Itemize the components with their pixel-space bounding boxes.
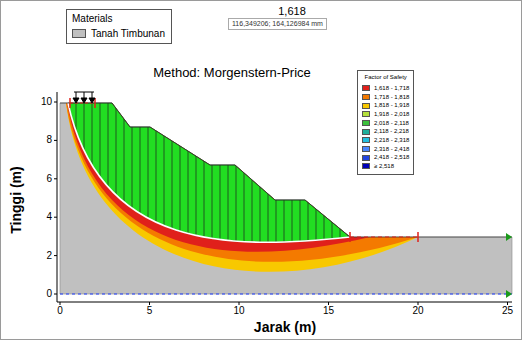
load-arrows [73,92,95,103]
legend-row: 2,118 - 2,218 [362,127,409,136]
exit-range [350,236,418,237]
legend-title: Factor of Safety [362,74,409,81]
legend-text: Tanah Timbunan [91,28,165,40]
tick-label: 10 [233,306,244,316]
fos-legend-box: Factor of Safety 1,618 - 1,7181,718 - 1,8… [357,70,414,175]
legend-text: 1,618 - 1,718 [374,84,409,93]
legend-row: 2,018 - 2,118 [362,119,409,128]
legend-text: 1,818 - 1,918 [374,101,409,110]
fos-band [67,103,370,252]
legend-text: 2,118 - 2,218 [374,127,409,136]
slip-mass [68,103,350,242]
legend-swatch [362,129,370,135]
soil-body [60,103,512,294]
tick-label: 0 [57,306,63,316]
legend-swatch [362,85,370,91]
fos-band [66,103,418,272]
legend-swatch [72,29,86,38]
legend-row: 1,718 - 1,818 [362,93,409,102]
tick-label: 15 [323,306,334,316]
legend-swatch [362,111,370,117]
base-boundary [60,293,512,294]
legend-swatch [362,163,370,169]
axis-title: Tinggi (m) [9,166,23,233]
ground-surface [60,103,512,237]
legend-row: 1,818 - 1,918 [362,101,409,110]
tick-label: 10 [41,97,52,107]
method-label: Method: Morgenstern-Price [153,66,311,79]
legend-row: 2,418 - 2,518 [362,153,409,162]
legend-swatch [362,137,370,143]
legend-row: 1,918 - 2,018 [362,110,409,119]
tick-label: 4 [46,212,52,222]
tick-label: 0 [46,289,52,299]
legend-swatch [362,94,370,100]
materials-box: MaterialsTanah Timbunan [66,9,172,44]
tick-label: 6 [46,174,52,184]
legend-text: 2,018 - 2,118 [374,119,409,128]
legend-row: ≥ 2,518 [362,162,409,171]
legend-text: 2,318 - 2,418 [374,145,409,154]
legend-swatch [362,103,370,109]
legend-row: 2,318 - 2,418 [362,145,409,154]
axes [54,92,512,305]
fos-value: 1,618 [278,6,306,17]
coordinate-tooltip: 116,349206; 164,126984 mm [228,18,327,30]
legend-swatch [362,155,370,161]
legend-swatch [362,146,370,152]
legend-row: 2,218 - 2,318 [362,136,409,145]
coordinate-text: 116,349206; 164,126984 mm [232,20,323,28]
boundary-mark [506,233,512,241]
legend-text: ≥ 2,518 [374,162,394,171]
legend-text: 1,918 - 2,018 [374,110,409,119]
boundary-mark [506,290,512,298]
axis-title: Jarak (m) [254,320,316,334]
legend-text: 2,218 - 2,318 [374,136,409,145]
legend-title: Materials [72,13,165,25]
tick-label: 2 [46,251,52,261]
legend-row: 1,618 - 1,718 [362,84,409,93]
legend-text: 1,718 - 1,818 [374,93,409,102]
legend-swatch [362,120,370,126]
slip-surface [68,103,350,242]
tick-label: 20 [412,306,423,316]
tick-label: 25 [502,306,513,316]
legend-text: 2,418 - 2,518 [374,153,409,162]
tick-label: 8 [46,135,52,145]
tick-label: 5 [147,306,153,316]
legend-row: Tanah Timbunan [72,28,165,40]
